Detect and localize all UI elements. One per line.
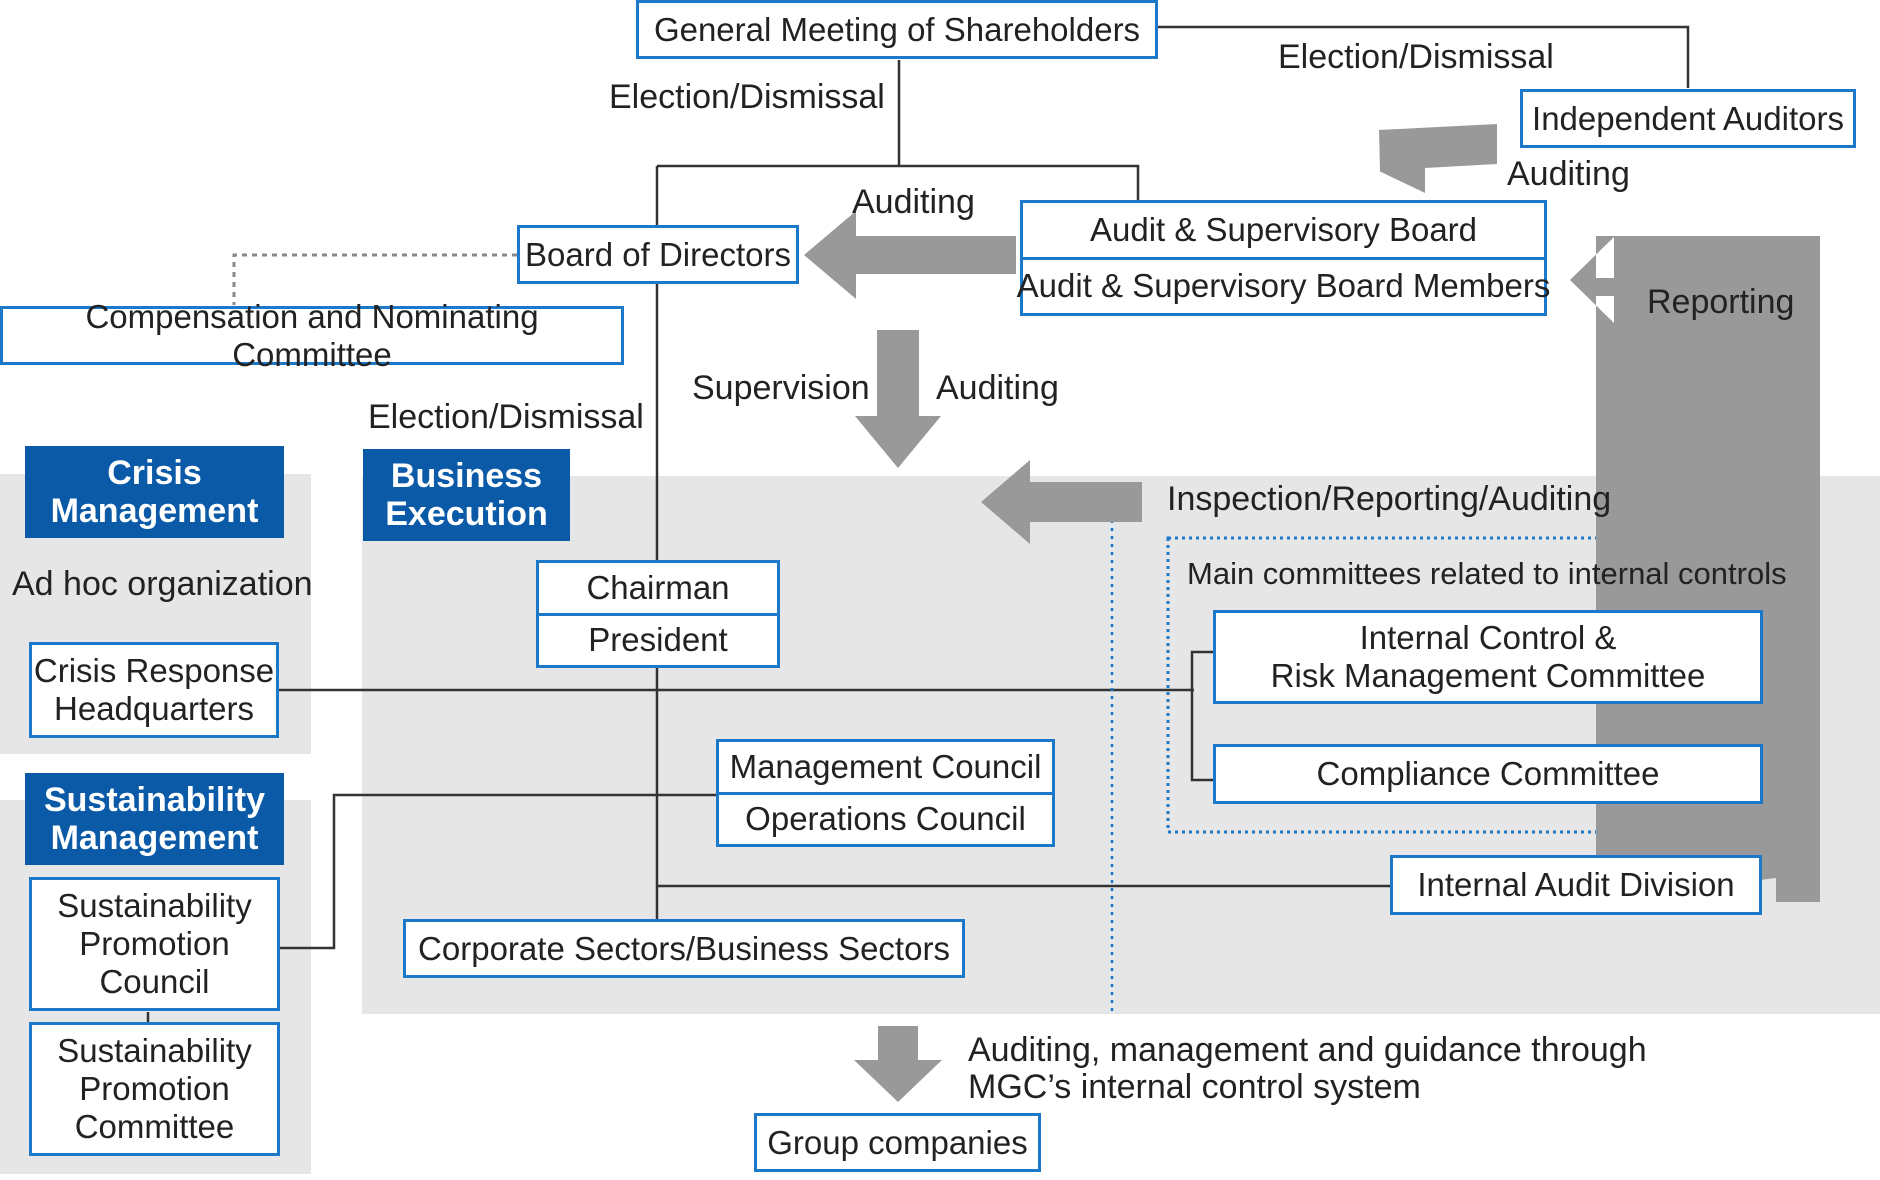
arrow-reporting — [1570, 236, 1820, 902]
arrow-group — [854, 1026, 942, 1102]
group-companies: Group companies — [754, 1113, 1041, 1172]
crisis-response-headquarters: Crisis Response Headquarters — [29, 642, 279, 738]
label-supervision: Supervision — [692, 369, 870, 407]
compliance-committee: Compliance Committee — [1213, 744, 1763, 804]
sustainability-promotion-council: Sustainability Promotion Council — [29, 877, 280, 1011]
label-reporting: Reporting — [1647, 283, 1795, 321]
president-label: President — [539, 612, 777, 666]
connector-board-bar — [657, 164, 1140, 200]
management-operations-council: Management Council Operations Council — [716, 739, 1055, 847]
audit-supervisory-board-label: Audit & Supervisory Board — [1089, 210, 1478, 248]
label-election-dismissal-auditors: Election/Dismissal — [1278, 38, 1554, 76]
management-council-label: Management Council — [729, 747, 1042, 785]
label-election-dismissal-execution: Election/Dismissal — [368, 398, 644, 436]
audit-supervisory-board: Audit & Supervisory Board Audit & Superv… — [1017, 200, 1550, 316]
label-auditing-board: Auditing — [852, 183, 975, 221]
arrow-auditing-independent — [1379, 124, 1497, 193]
arrow-inspection — [981, 460, 1142, 544]
internal-control-risk-management-committee: Internal Control & Risk Management Commi… — [1213, 610, 1763, 704]
connector-to-councils — [279, 793, 717, 950]
connector-compensation-dotted — [232, 253, 517, 305]
label-auditing-execution: Auditing — [936, 369, 1059, 407]
label-election-dismissal-top: Election/Dismissal — [609, 78, 885, 116]
label-group-note: Auditing, management and guidance throug… — [968, 1031, 1647, 1106]
connector-committee-bracket — [1190, 650, 1215, 782]
independent-auditors: Independent Auditors — [1520, 89, 1856, 148]
heading-sustainability-management: Sustainability Management — [25, 773, 284, 865]
internal-audit-division: Internal Audit Division — [1390, 855, 1762, 915]
corporate-business-sectors: Corporate Sectors/Business Sectors — [403, 919, 965, 978]
arrow-supervision-auditing — [855, 330, 941, 468]
chairman-president: Chairman President — [536, 560, 780, 668]
heading-crisis-management: Crisis Management — [25, 446, 284, 538]
heading-business-execution: Business Execution — [363, 449, 570, 541]
operations-council-label: Operations Council — [719, 791, 1052, 845]
label-inspection-reporting-auditing: Inspection/Reporting/Auditing — [1167, 480, 1612, 518]
arrow-auditing-board — [804, 211, 1016, 299]
connector-shareholders-auditors — [1157, 25, 1690, 88]
board-of-directors: Board of Directors — [517, 225, 799, 284]
label-ad-hoc-organization: Ad hoc organization — [12, 565, 313, 603]
label-auditing-independent: Auditing — [1507, 155, 1630, 193]
compensation-nominating-committee: Compensation and Nominating Committee — [0, 298, 624, 373]
chairman-label: Chairman — [586, 568, 730, 606]
label-main-committees: Main committees related to internal cont… — [1187, 556, 1787, 591]
general-meeting-of-shareholders: General Meeting of Shareholders — [636, 0, 1158, 59]
audit-supervisory-board-members-label: Audit & Supervisory Board Members — [1017, 256, 1550, 314]
main-committees-outline — [1166, 536, 1784, 834]
sustainability-promotion-committee: Sustainability Promotion Committee — [29, 1022, 280, 1156]
